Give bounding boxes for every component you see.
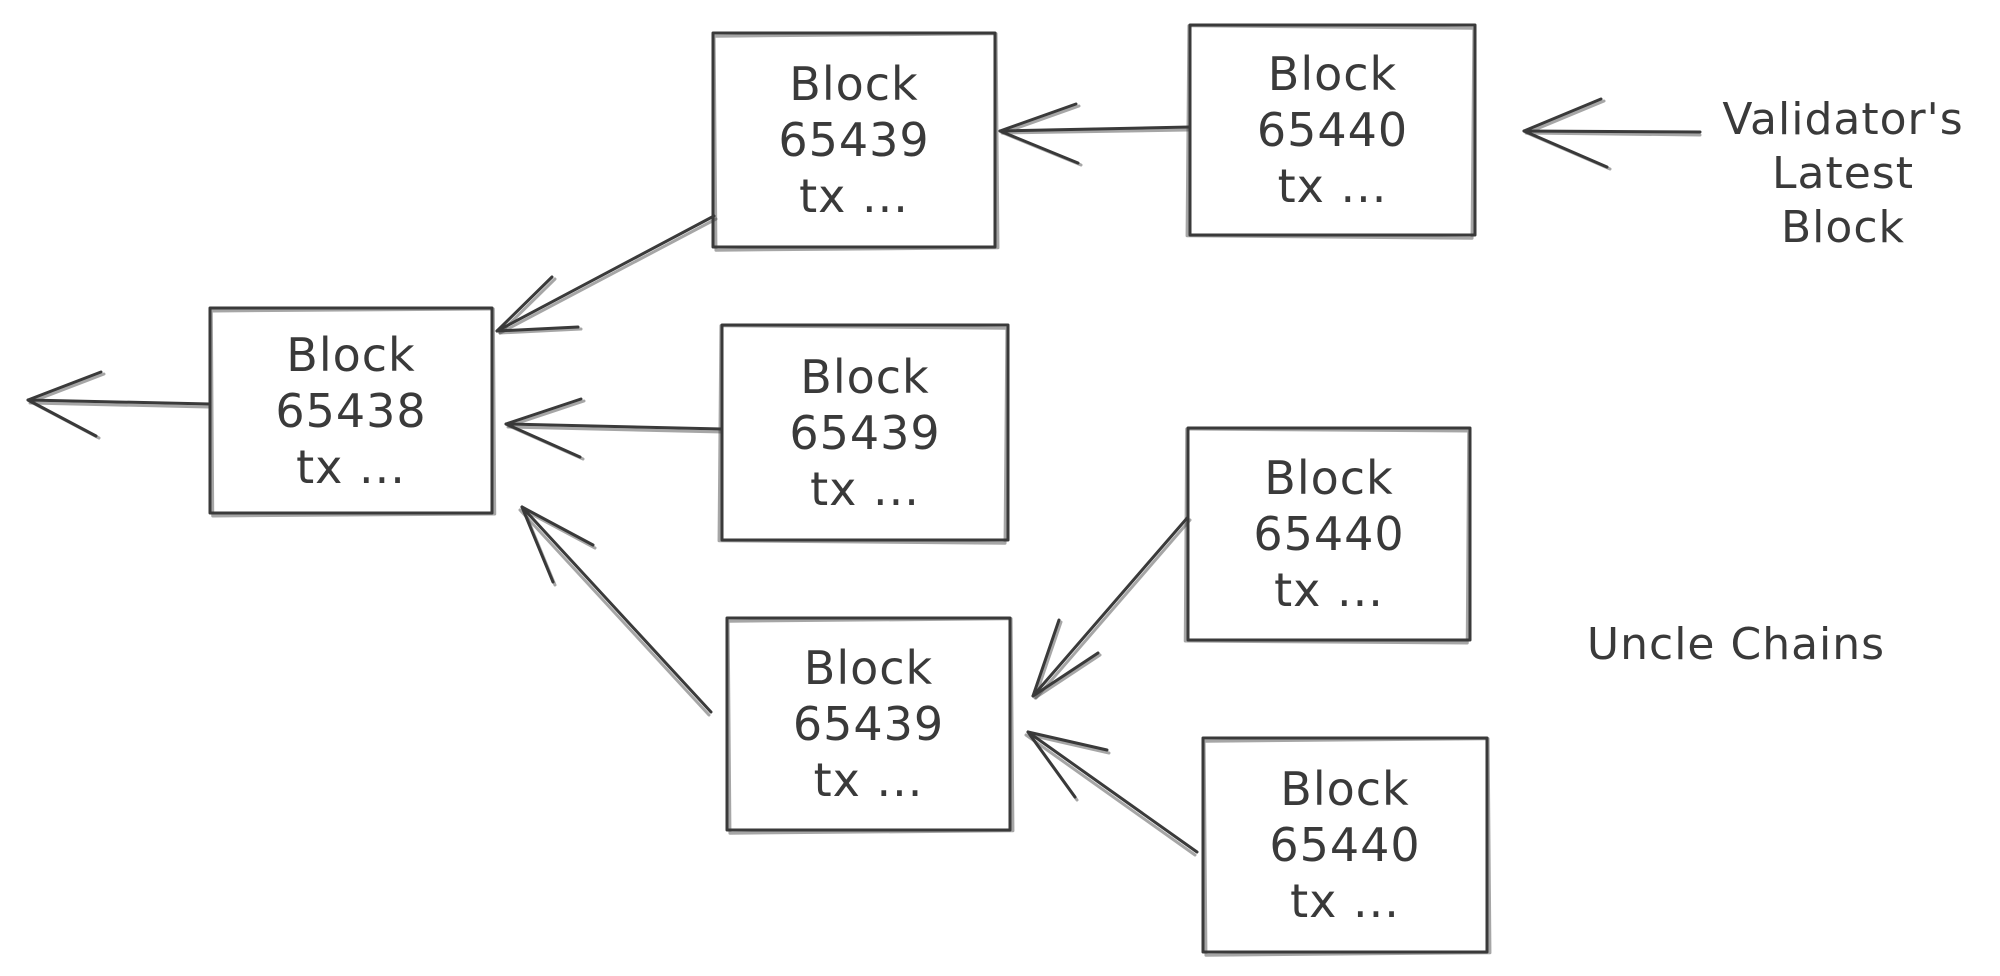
- node-title: Block: [1280, 762, 1410, 816]
- node-block-65439-uncle-top: Block 65439 tx ...: [722, 325, 1008, 540]
- node-block-65438: Block 65438 tx ...: [210, 308, 492, 513]
- box-stroke: [720, 323, 1010, 542]
- arrow-head: [1522, 97, 1609, 169]
- annotation-line: Latest: [1772, 148, 1914, 199]
- arrow-shaft-sketch: [1024, 733, 1197, 857]
- box-stroke-sketch: [717, 324, 1009, 545]
- node-block-65440-uncle-top: Block 65440 tx ...: [1188, 428, 1470, 640]
- box-stroke: [711, 31, 997, 249]
- annotation-uncle-chains: Uncle Chains: [1586, 619, 1886, 670]
- box-stroke: [1186, 426, 1472, 642]
- node-number: 65439: [792, 697, 945, 751]
- node-outline-block-65439-canonical: [711, 31, 1000, 252]
- arrow-65439-uncle-bottom-to-65438: [518, 505, 713, 717]
- arrow-shaft: [1031, 515, 1190, 698]
- box-stroke: [725, 616, 1012, 832]
- box-stroke-sketch: [1185, 24, 1476, 240]
- node-tx: tx ...: [1277, 159, 1388, 213]
- node-outline-block-65438: [208, 306, 497, 518]
- arrow-head-sketch: [498, 277, 583, 335]
- arrow-head: [504, 397, 583, 459]
- node-title: Block: [1264, 451, 1394, 505]
- arrow-head-sketch: [522, 508, 597, 587]
- node-number: 65438: [275, 383, 427, 438]
- arrow-head: [495, 275, 580, 333]
- arrow-head-sketch: [1001, 104, 1083, 167]
- arrow-head: [1031, 618, 1100, 698]
- node-tx: tx ...: [1290, 874, 1400, 928]
- node-outline-block-65439-uncle-top: [717, 323, 1010, 545]
- annotation-line: Block: [1780, 202, 1905, 253]
- annotation-validators-latest-block: Validator's Latest Block: [1703, 93, 1983, 255]
- arrow-shaft-sketch: [1000, 128, 1190, 135]
- arrow-validators-latest-to-65440: [1522, 97, 1702, 171]
- arrow-shaft: [504, 422, 724, 431]
- arrow-65440-uncle-bottom-to-65439-uncle-bottom: [1024, 730, 1199, 857]
- arrow-shaft-sketch: [1524, 131, 1702, 137]
- node-tx: tx ...: [813, 753, 924, 807]
- node-tx: tx ...: [799, 169, 909, 223]
- arrow-shaft: [520, 505, 713, 714]
- node-outline-block-65440-canonical: [1185, 23, 1477, 240]
- arrow-65440-to-65439-canonical: [998, 102, 1192, 167]
- arrow-head-sketch: [1525, 99, 1612, 171]
- box-stroke-sketch: [712, 32, 1000, 252]
- arrow-head-sketch: [1028, 733, 1111, 802]
- box-stroke: [208, 306, 494, 515]
- arrow-shaft-sketch: [498, 217, 718, 335]
- box-stroke: [1188, 23, 1477, 237]
- node-outline-block-65439-uncle-bottom: [725, 616, 1015, 835]
- node-block-65440-canonical: Block 65440 tx ...: [1190, 25, 1475, 235]
- annotation-line: Validator's: [1722, 94, 1964, 145]
- arrow-head-sketch: [507, 399, 586, 461]
- arrow-65438-to-earlier-chain: [26, 370, 212, 440]
- node-block-65439-uncle-bottom: Block 65439 tx ...: [727, 618, 1010, 830]
- node-number: 65440: [1253, 507, 1405, 561]
- arrow-shaft-sketch: [1034, 518, 1192, 700]
- node-block-65439-canonical: Block 65439 tx ...: [713, 33, 995, 247]
- node-outline-block-65440-uncle-bottom: [1201, 736, 1492, 957]
- node-outline-block-65440-uncle-top: [1183, 426, 1472, 645]
- node-tx: tx ...: [1274, 563, 1384, 617]
- arrow-shaft-sketch: [518, 508, 711, 717]
- node-title: Block: [803, 641, 934, 695]
- arrow-65439-uncle-top-to-65438: [504, 397, 724, 461]
- arrow-head: [26, 370, 103, 438]
- node-title: Block: [789, 57, 919, 111]
- box-stroke-sketch: [209, 307, 497, 518]
- node-title: Block: [800, 349, 930, 404]
- arrow-head-sketch: [1033, 620, 1102, 700]
- node-tx: tx ...: [296, 439, 406, 494]
- box-stroke-sketch: [1183, 427, 1471, 645]
- arrow-65440-uncle-top-to-65439-uncle-bottom: [1031, 515, 1192, 700]
- node-title: Block: [286, 327, 416, 382]
- arrow-head-sketch: [29, 372, 106, 440]
- box-stroke: [1201, 736, 1489, 954]
- node-title: Block: [1267, 47, 1398, 101]
- arrow-shaft-sketch: [28, 401, 210, 409]
- arrow-shaft-sketch: [506, 425, 724, 434]
- box-stroke-sketch: [726, 617, 1015, 835]
- arrow-shaft: [1522, 129, 1702, 134]
- node-number: 65439: [778, 113, 930, 167]
- node-number: 65439: [789, 405, 941, 460]
- box-stroke-sketch: [1202, 737, 1492, 957]
- arrow-shaft: [495, 214, 716, 333]
- arrow-head: [520, 505, 595, 584]
- node-number: 65440: [1256, 103, 1409, 157]
- arrow-shaft: [998, 125, 1192, 133]
- node-number: 65440: [1269, 818, 1421, 872]
- node-tx: tx ...: [810, 461, 920, 516]
- arrow-head: [1026, 730, 1109, 799]
- arrow-shaft: [1026, 730, 1199, 854]
- arrow-head: [998, 102, 1080, 165]
- arrow-shaft: [26, 398, 212, 406]
- arrow-65439-canonical-to-65438: [495, 214, 718, 335]
- node-block-65440-uncle-bottom: Block 65440 tx ...: [1203, 738, 1487, 952]
